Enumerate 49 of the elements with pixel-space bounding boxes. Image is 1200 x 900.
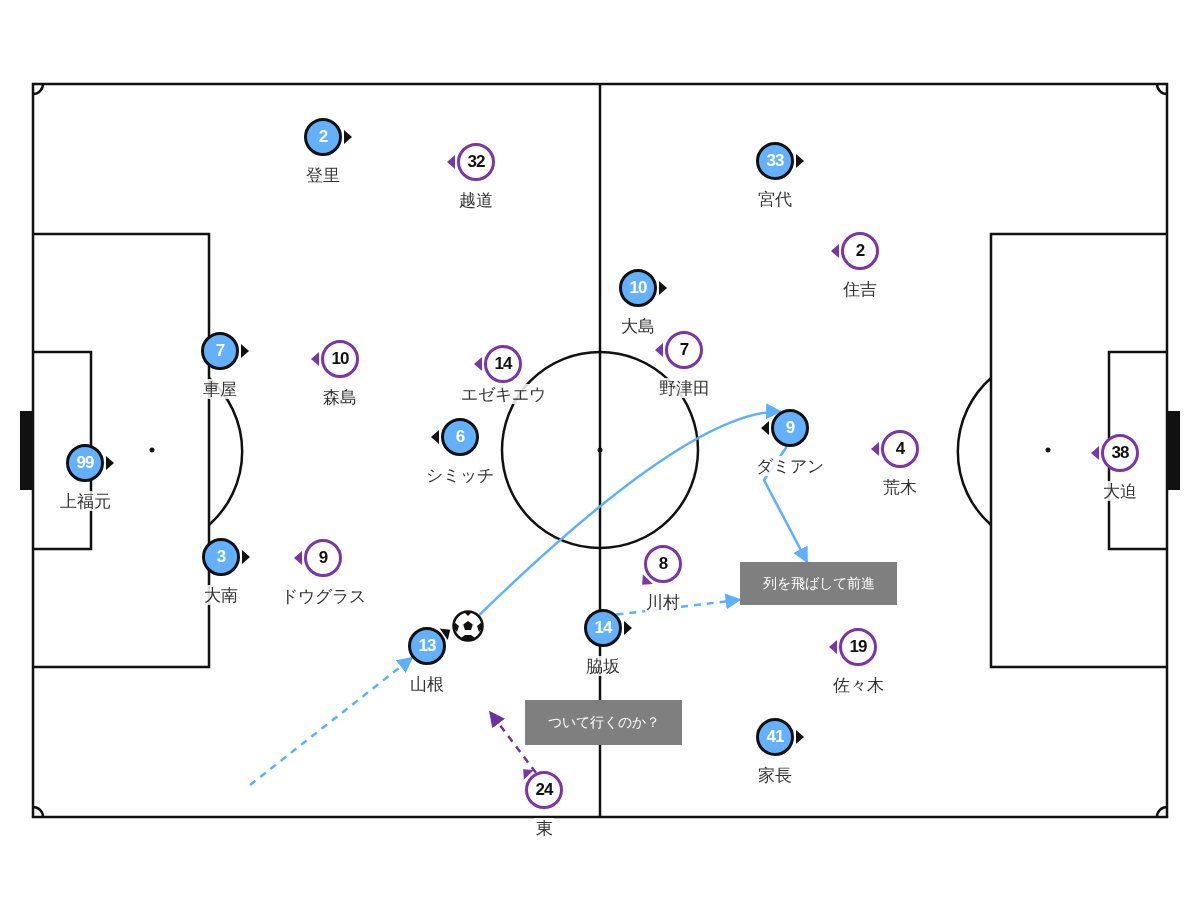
player-marker: 9 [771,409,809,447]
player-marker: 19 [839,628,877,666]
player-marker: 7 [201,332,239,370]
ball-icon [452,610,484,642]
player-name: 宮代 [757,189,793,209]
player-marker: 4 [881,430,919,468]
player-name: 大迫 [1102,481,1138,501]
player-marker: 32 [457,143,495,181]
player-marker: 9 [304,539,342,577]
player-marker: 2 [304,118,342,156]
player-name: 荒木 [882,477,918,497]
player-marker: 33 [756,142,794,180]
player-name: ダミアン [755,456,825,476]
player-marker: 7 [665,331,703,369]
player-name: 野津田 [657,378,711,398]
player-name: 上福元 [58,491,112,511]
player-name: 佐々木 [831,675,885,695]
player-name: 東 [534,818,554,838]
player-marker: 38 [1101,434,1139,472]
player-name: シミッチ [425,465,495,485]
player-marker: 2 [841,232,879,270]
player-marker: 10 [619,269,657,307]
player-marker: 14 [584,609,622,647]
player-marker: 10 [321,340,359,378]
player-name: 森島 [322,387,358,407]
arrow [249,656,414,786]
player-marker: 3 [202,538,240,576]
player-marker: 24 [525,771,563,809]
player-name: エゼキエウ [459,384,547,404]
note-box: ついて行くのか？ [525,700,682,745]
arrow [478,404,783,616]
arrow [489,710,537,774]
player-name: 川村 [645,592,681,612]
player-marker: 14 [484,345,522,383]
player-marker: 13 [408,627,446,665]
player-marker: 6 [441,418,479,456]
player-name: 山根 [409,674,445,694]
player-marker: 41 [756,718,794,756]
player-name: 越道 [458,190,494,210]
player-name: 住吉 [842,279,878,299]
player-name: 大島 [620,316,656,336]
player-name: 脇坂 [585,656,621,676]
player-name: 家長 [757,765,793,785]
player-name: 大南 [203,585,239,605]
player-name: 登里 [305,165,341,185]
player-name: 車屋 [202,379,238,399]
note-box: 列を飛ばして前進 [740,562,897,605]
player-marker: 8 [644,545,682,583]
player-marker: 99 [66,444,104,482]
